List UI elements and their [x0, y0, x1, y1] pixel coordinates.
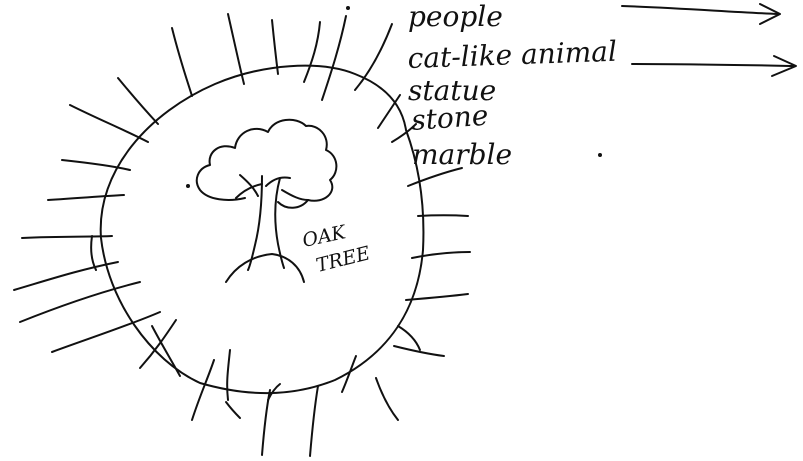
radial-stroke [20, 282, 140, 322]
crown-underside [282, 190, 308, 200]
radial-stroke [378, 95, 400, 128]
ink-dot [186, 184, 190, 188]
radial-stroke [226, 402, 240, 418]
radial-stroke [406, 294, 468, 300]
radial-stroke [70, 105, 148, 142]
label-stone: stone [410, 99, 489, 137]
radial-stroke [342, 356, 356, 392]
ink-dot [598, 153, 602, 157]
radial-stroke [192, 360, 214, 420]
arrow-people [622, 4, 780, 24]
ground-mound [226, 254, 304, 282]
radial-stroke [310, 386, 318, 456]
radial-stroke [22, 236, 112, 238]
radial-stroke [228, 14, 244, 84]
label-people: people [408, 0, 503, 33]
radial-stroke [118, 78, 158, 124]
ink-dot [346, 6, 350, 10]
label-cat-like-animal: cat-like animal [407, 35, 617, 75]
radial-stroke [304, 22, 320, 82]
oak-label: OAK [300, 221, 349, 252]
radial-stroke [412, 252, 470, 258]
radial-stroke [227, 350, 230, 400]
radial-stroke [376, 378, 398, 420]
radial-stroke [14, 262, 118, 290]
radial-stroke [398, 326, 420, 350]
radial-stroke [322, 16, 346, 100]
radial-stroke [272, 20, 278, 74]
radial-stroke [91, 236, 96, 270]
radial-strokes [14, 14, 470, 456]
radial-stroke [355, 24, 392, 90]
label-marble: marble [412, 138, 512, 171]
arrow-cat-like-animal [632, 56, 796, 76]
radial-stroke [418, 215, 468, 216]
tree-crown [197, 120, 337, 208]
radial-stroke [172, 28, 192, 96]
radial-stroke [48, 195, 124, 200]
radial-stroke [52, 312, 160, 352]
